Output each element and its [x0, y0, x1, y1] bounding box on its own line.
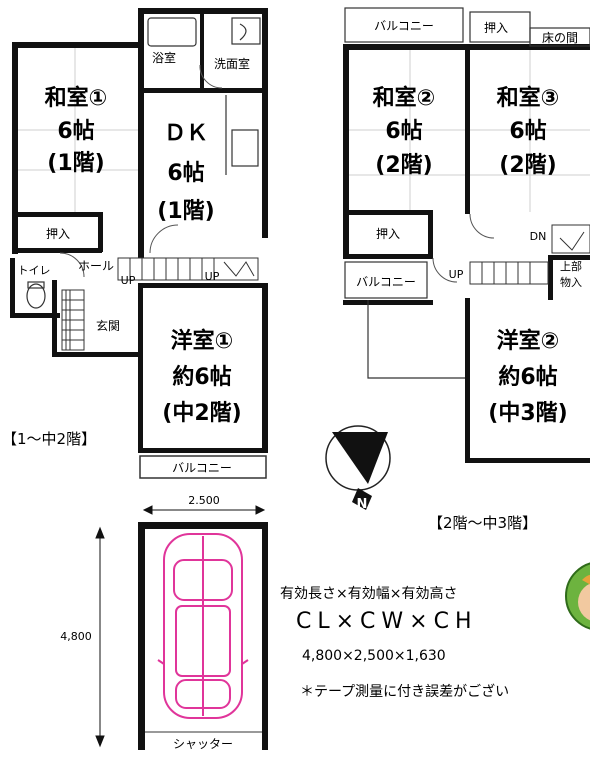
garage-width-dimension	[142, 505, 266, 515]
upper-storage-label-1: 上部	[560, 259, 582, 273]
washitsu2-name: 和室②	[373, 85, 436, 111]
toilet-label: トイレ	[18, 264, 51, 277]
hall-label: ホール	[78, 259, 114, 273]
washitsu1-size: 6帖	[57, 119, 94, 144]
youshitsu1-name: 洋室①	[171, 328, 234, 354]
floor1-plan: 和室① 6帖 (1階) ＤＫ 6帖 (1階) 浴室 洗面室 押入 トイレ ホール…	[2, 8, 268, 479]
bath-fixtures	[147, 17, 261, 175]
shutter-label: シャッター	[173, 737, 233, 751]
youshitsu2-size: 約6帖	[498, 364, 557, 390]
floor1-walls	[10, 8, 268, 453]
mascot-illustration	[565, 562, 590, 630]
washitsu3-size: 6帖	[509, 119, 546, 144]
floor2-balconies	[344, 7, 590, 379]
floor2-door-arcs	[432, 213, 495, 283]
washroom-label: 洗面室	[214, 56, 250, 71]
garage-length-dimension	[95, 526, 105, 748]
dn-label: DN	[530, 230, 547, 243]
youshitsu1-floor: (中2階)	[162, 401, 241, 426]
floor2-plan: バルコニー 押入 床の間 和室② 6帖 (2階) 和室③ 6帖 (2階) 押入 …	[343, 7, 590, 532]
floor1-caption: 【1～中2階】	[2, 430, 96, 448]
floor2-oshiire-top-label: 押入	[484, 21, 508, 35]
washitsu2-floor: (2階)	[375, 153, 432, 178]
dk-floor: (1階)	[157, 199, 214, 224]
floor1-stairs	[61, 257, 259, 351]
floor2-oshiire-label: 押入	[376, 227, 400, 241]
dk-size: 6帖	[167, 161, 204, 186]
floor1-door-arcs	[59, 64, 223, 278]
floor1-balcony-label: バルコニー	[172, 461, 232, 475]
up2-label: UP	[205, 270, 220, 283]
spec-line3: 4,800×2,500×1,630	[302, 648, 446, 664]
floor2-balcony-left-label: バルコニー	[356, 275, 416, 289]
bath-label: 浴室	[152, 50, 176, 65]
compass-north-label: N	[357, 497, 368, 512]
washitsu2-size: 6帖	[385, 119, 422, 144]
washitsu1-name: 和室①	[45, 85, 108, 111]
washitsu1-floor: (1階)	[47, 151, 104, 176]
spec-line1: 有効長さ×有効幅×有効高さ	[280, 585, 457, 602]
floor2-caption: 【2階～中3階】	[428, 514, 537, 532]
floor2-balcony-top-label: バルコニー	[374, 19, 434, 33]
youshitsu2-floor: (中3階)	[488, 401, 567, 426]
washitsu3-floor: (2階)	[499, 153, 556, 178]
washitsu3-name: 和室③	[497, 85, 560, 111]
genkan-label: 玄関	[96, 318, 120, 333]
garage-plan: 2.500 4,800 シャッター	[60, 494, 268, 751]
floor1-balcony-rail	[139, 455, 267, 479]
garage-length-label: 4,800	[60, 630, 92, 643]
youshitsu2-name: 洋室②	[497, 328, 560, 354]
spec-note: ＊テープ測量に付き誤差がござい	[300, 683, 509, 700]
floor1-oshiire-label: 押入	[46, 227, 70, 241]
garage-width-label: 2.500	[188, 494, 220, 507]
floor2-stairs	[469, 224, 590, 285]
tokonoma-label: 床の間	[542, 31, 578, 45]
floor2-up-label: UP	[449, 268, 464, 281]
floor1-gridlines	[16, 45, 138, 212]
garage-spec: 有効長さ×有効幅×有効高さ CL×CW×CH 4,800×2,500×1,630…	[280, 585, 509, 700]
compass-icon: N	[325, 425, 391, 512]
garage-walls	[138, 522, 268, 750]
spec-line2: CL×CW×CH	[296, 609, 478, 634]
car-icon	[157, 533, 249, 719]
youshitsu1-size: 約6帖	[172, 364, 231, 390]
up1-label: UP	[121, 274, 136, 287]
dk-name: ＤＫ	[164, 121, 208, 146]
upper-storage-label-2: 物入	[560, 275, 582, 289]
toilet-fixture	[26, 281, 46, 309]
floor2-walls	[343, 44, 590, 463]
